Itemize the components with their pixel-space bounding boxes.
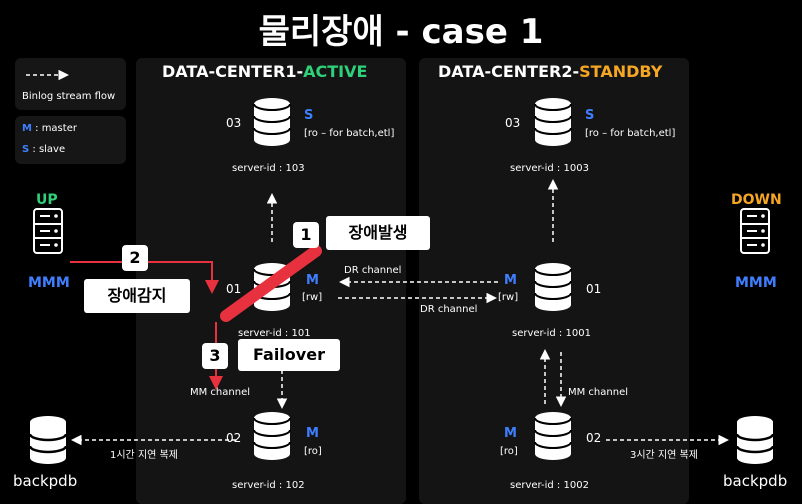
right-mmm-status: DOWN bbox=[731, 192, 782, 208]
dc2-s02-role: M bbox=[504, 426, 517, 441]
dc1-mm-channel-label: MM channel bbox=[190, 387, 251, 398]
step-3-number: 3 bbox=[202, 343, 228, 369]
legend-slave: S : slave bbox=[22, 144, 65, 155]
dc2-s01-index: 01 bbox=[586, 282, 602, 296]
dc2-s02-sid: server-id : 1002 bbox=[510, 480, 589, 491]
dc2-s03-index: 03 bbox=[505, 116, 521, 130]
delay-left-label: 1시간 지연 복제 bbox=[110, 450, 178, 461]
right-backpdb-label: backpdb bbox=[723, 472, 788, 490]
dc2-s01-note: [rw] bbox=[498, 292, 519, 303]
left-mmm-name: MMM bbox=[28, 275, 70, 291]
detect-path bbox=[70, 261, 219, 294]
dc2-db-01-icon bbox=[534, 262, 572, 312]
dc1-s02-index: 02 bbox=[226, 431, 242, 445]
dc2-mm-channel-label: MM channel bbox=[568, 387, 629, 398]
step-1-number: 1 bbox=[293, 222, 319, 248]
legend-slave-label: : slave bbox=[32, 144, 66, 155]
dc2-db-03-icon bbox=[534, 97, 572, 147]
right-mmm-server-icon bbox=[740, 208, 770, 254]
dc1-title: DATA-CENTER1-ACTIVE bbox=[162, 62, 367, 81]
step-1-label: 장애발생 bbox=[326, 216, 430, 250]
page-title: 물리장애 - case 1 bbox=[258, 12, 544, 52]
dc2-s02-note: [ro] bbox=[500, 446, 518, 457]
dc2-s03-sid: server-id : 1003 bbox=[510, 163, 589, 174]
dc1-s02-role: M bbox=[306, 426, 319, 441]
legend-flow bbox=[15, 58, 126, 110]
right-backpdb-icon bbox=[735, 414, 775, 466]
dc2-db-02-icon bbox=[534, 411, 572, 461]
dc1-s01-sid: server-id : 101 bbox=[238, 328, 311, 339]
step-3-label: Failover bbox=[238, 339, 340, 371]
delay-right-label: 3시간 지연 복제 bbox=[630, 450, 698, 461]
legend-master-key: M bbox=[22, 123, 32, 134]
dr-channel-label-bottom: DR channel bbox=[420, 304, 478, 315]
dc2-s02-index: 02 bbox=[586, 431, 602, 445]
dc2-s03-role: S bbox=[585, 108, 595, 123]
step-2-number: 2 bbox=[122, 245, 148, 271]
left-mmm-server-icon bbox=[33, 208, 63, 254]
legend-slave-key: S bbox=[22, 144, 30, 155]
dc2-s01-sid: server-id : 1001 bbox=[512, 328, 591, 339]
right-mmm-name: MMM bbox=[735, 275, 777, 291]
left-backpdb-label: backpdb bbox=[13, 472, 78, 490]
legend-roles bbox=[15, 116, 126, 164]
dr-channel-label-top: DR channel bbox=[344, 265, 402, 276]
dc2-s03-note: [ro – for batch,etl] bbox=[585, 128, 676, 139]
legend-flow-label: Binlog stream flow bbox=[22, 91, 116, 102]
dc1-s03-role: S bbox=[304, 108, 314, 123]
dc2-name: DATA-CENTER2- bbox=[438, 62, 580, 81]
legend-master: M : master bbox=[22, 123, 77, 134]
legend-master-label: : master bbox=[35, 123, 77, 134]
dc1-s03-note: [ro – for batch,etl] bbox=[304, 128, 395, 139]
dc1-s03-sid: server-id : 103 bbox=[232, 163, 305, 174]
dc1-db-03-icon bbox=[253, 97, 291, 147]
dc2-state: STANDBY bbox=[579, 62, 663, 81]
dc1-state: ACTIVE bbox=[303, 62, 368, 81]
dc2-s01-role: M bbox=[504, 273, 517, 288]
dc1-s01-role: M bbox=[306, 273, 319, 288]
step-2-label: 장애감지 bbox=[84, 279, 190, 313]
dc1-name: DATA-CENTER1- bbox=[162, 62, 304, 81]
left-backpdb-icon bbox=[28, 414, 68, 466]
dc2-title: DATA-CENTER2-STANDBY bbox=[438, 62, 662, 81]
dc1-db-02-icon bbox=[253, 411, 291, 461]
dc1-s03-index: 03 bbox=[226, 116, 242, 130]
dc1-s02-note: [ro] bbox=[304, 446, 322, 457]
left-mmm-status: UP bbox=[36, 192, 58, 208]
dc1-s01-index: 01 bbox=[226, 282, 242, 296]
dc1-s02-sid: server-id : 102 bbox=[232, 480, 305, 491]
failure-slash bbox=[220, 245, 322, 322]
dc1-s01-note: [rw] bbox=[302, 292, 323, 303]
